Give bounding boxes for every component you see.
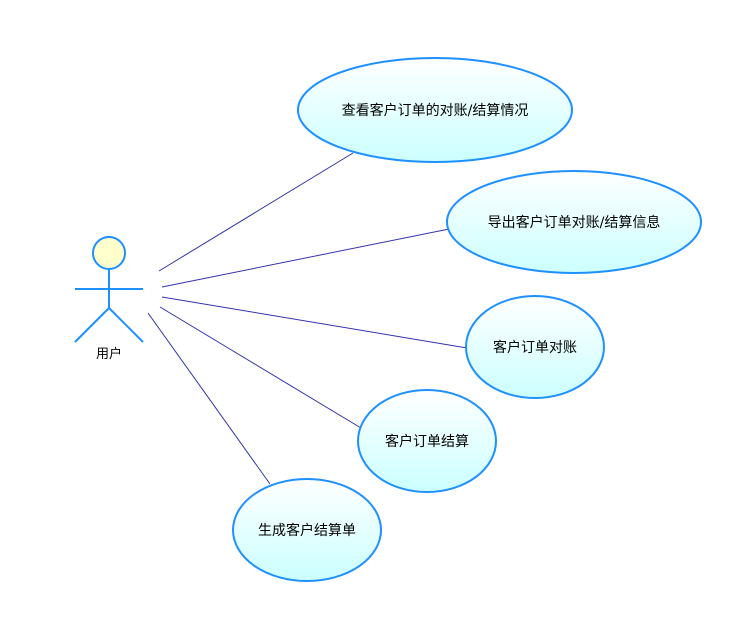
- associations: [147, 152, 468, 485]
- use-case-label: 生成客户结算单: [258, 522, 356, 539]
- use-case-order-settlement[interactable]: 客户订单结算: [357, 389, 497, 493]
- association-line-uc4[interactable]: [159, 306, 362, 429]
- use-case-label: 客户订单对账: [493, 339, 577, 356]
- association-line-uc5[interactable]: [147, 312, 271, 485]
- use-case-label: 导出客户订单对账/结算信息: [488, 214, 661, 231]
- actor-left-leg: [74, 307, 110, 343]
- actor-right-leg: [108, 307, 144, 343]
- actor-user[interactable]: 用户: [74, 236, 144, 362]
- association-line-uc3[interactable]: [161, 296, 468, 349]
- use-case-order-reconciliation[interactable]: 客户订单对账: [465, 295, 605, 399]
- association-line-uc2[interactable]: [161, 228, 450, 288]
- use-case-generate-settlement-statement[interactable]: 生成客户结算单: [232, 478, 382, 582]
- actor-head: [92, 236, 126, 270]
- association-line-uc1[interactable]: [158, 152, 354, 272]
- actor-label: 用户: [96, 346, 122, 362]
- use-case-export-reconciliation-info[interactable]: 导出客户订单对账/结算信息: [446, 170, 702, 274]
- use-case-label: 客户订单结算: [385, 433, 469, 450]
- use-case-label: 查看客户订单的对账/结算情况: [342, 102, 529, 119]
- use-case-view-reconciliation-status[interactable]: 查看客户订单的对账/结算情况: [297, 57, 573, 163]
